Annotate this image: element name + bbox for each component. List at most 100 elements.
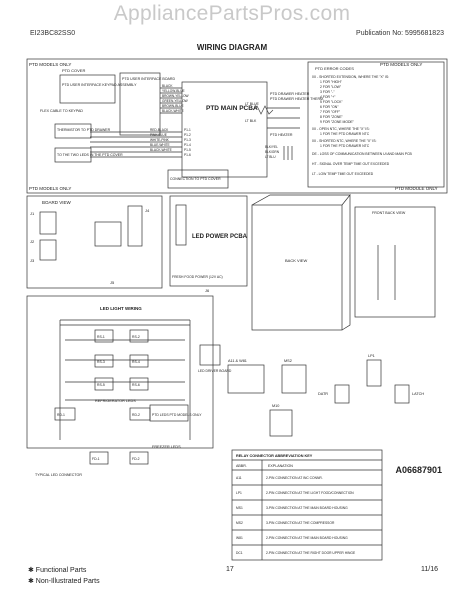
led-label: RS-6: [132, 383, 140, 387]
pin-label: P1-3: [184, 138, 191, 142]
table-title: RELAY CONNECTOR ABBREVIATION KEY: [236, 454, 313, 458]
table-cell: MS1: [236, 506, 243, 510]
error-codes-panel: [307, 61, 445, 188]
error-code-line: 1 FOR "HIGH": [320, 80, 343, 84]
led-label: RS-5: [97, 383, 105, 387]
table-cell: 3-PIN CONNECTION AT THE COMPRESSOR: [266, 521, 335, 525]
pfd-heater-label: PTD HEATER: [270, 133, 293, 137]
table-cell: DC1: [236, 551, 243, 555]
wire-label: BROWN-YELLOW: [162, 94, 189, 98]
refrigerator-leds-label: REFRIGERATOR LEDS: [95, 399, 136, 403]
lt-blk-label: LT BLK: [245, 119, 257, 123]
error-code-line: 1 FOR THE PTD DRAWER NTC: [320, 132, 370, 136]
user-interface-keypad-box: [59, 74, 116, 104]
user-interface-label: PTD USER INTERFACE KEYPAD ASSEMBLY: [62, 83, 137, 87]
flex-cable-label: FLEX CABLE TO KEYPAD: [40, 109, 83, 113]
pfd-leds-label: PTD LEDS PTD MODELS ONLY: [152, 413, 202, 417]
connector-label: J2: [30, 239, 35, 244]
drawer-heater-label: PTD DRAWER HEATER: [270, 92, 310, 96]
wire-label: BLK/GRN: [265, 150, 280, 154]
pfd-module-only-label-br: PTD MODULE ONLY: [395, 186, 438, 191]
led-label: FD-1: [92, 457, 100, 461]
front-view-cabinet: [354, 206, 436, 318]
led-driver-label: LED DRIVER BOARD: [198, 369, 232, 373]
front-back-view-label: FRONT BACK VIEW: [372, 211, 406, 215]
pin-label: P1-2: [184, 133, 191, 137]
watermark: AppliancePartsPros.com: [113, 2, 351, 25]
table-cell: W81: [236, 536, 243, 540]
wire-label: GREEN-YELLOW: [162, 99, 188, 103]
pfd-user-board-label: PTD USER INTERFACE BOARD: [122, 77, 176, 81]
fresh-food-power-label: FRESH FOOD POWER (12V AC): [172, 275, 223, 279]
non-illustrated-parts-note: ✱ Non-Illustrated Parts: [28, 578, 100, 585]
page-number: 17: [226, 566, 234, 573]
wire-label: PINK-BLUE: [150, 133, 167, 137]
wire-label: BROWN-BLUE: [162, 104, 184, 108]
page-title: WIRING DIAGRAM: [196, 43, 268, 52]
error-code-line: 6 FOR "ON": [320, 105, 339, 109]
connector-label: J4: [145, 208, 150, 213]
revision-date: 11/16: [421, 566, 438, 573]
pfd-models-only-label-bl: PTD MODELS ONLY: [29, 186, 71, 191]
wire-label: BLUE-WHITE: [150, 143, 170, 147]
board-view-label: BOARD VIEW: [42, 200, 72, 205]
abbreviation-table: [231, 449, 383, 561]
typical-led-connector-label: TYPICAL LED CONNECTOR: [35, 473, 82, 477]
table-cell: MS2: [236, 521, 243, 525]
table-cell: LP1: [236, 491, 242, 495]
error-code-line: 7 FOR "OFF": [320, 110, 341, 114]
pfd-section-frame: [26, 58, 448, 194]
connector-a11: [227, 364, 265, 394]
led-wiring-title: LED LIGHT WIRING: [100, 306, 142, 311]
connector-label: J6: [205, 288, 210, 293]
pfd-main-pcba-box: [181, 81, 268, 178]
lt-blue-label: LT BLUE: [245, 102, 260, 106]
table-cell: 2-PIN CONNECTION AT INC CONNR.: [266, 476, 323, 480]
table-head-abbr: ABBR.: [236, 464, 247, 468]
freezer-leds-label: FREEZER LEDS: [152, 445, 181, 449]
table-cell: 2-PIN CONNECTION AT THE MAIN BOARD HOUSI…: [266, 536, 348, 540]
connector-lp1: [366, 359, 382, 387]
connector-label: A11 & W81: [228, 359, 247, 363]
publication-number: Publication No: 5995681823: [356, 30, 444, 37]
pfd-models-only-label-tr: PTD MODELS ONLY: [380, 62, 422, 67]
drawer-heater-therm-label: PTD DRAWER HEATER THERM.: [270, 97, 324, 101]
connector-ms2: [281, 364, 307, 394]
error-code-line: 0X - OPEN NTC, WHERE THE "X" IS:: [312, 127, 370, 131]
led-power-pcba-box: [169, 195, 248, 287]
functional-parts-note: ✱ Functional Parts: [28, 567, 87, 574]
led-label: RS-1: [97, 335, 105, 339]
connector-label: MS2: [284, 359, 292, 363]
thermistor-label: THERMISTOR TO PTD DRAWER: [57, 128, 111, 132]
connector-label: J5: [110, 280, 115, 285]
table-cell: 3-PIN CONNECTION AT THE MAIN BOARD HOUSI…: [266, 506, 348, 510]
model-number: EI23BC82SS0: [30, 30, 76, 37]
wire-label: BLACK-WHITE: [162, 109, 184, 113]
pfd-cover-connection-box: [167, 169, 229, 189]
to-leds-label: TO THE TWO LEDS IN THE PTD COVER: [57, 153, 123, 157]
connector-m10: [269, 409, 293, 437]
error-code-line: 1 FOR THE PTD DRAWER NTC: [320, 144, 370, 148]
backview-cabinet: [251, 204, 343, 331]
wire-label: YELLOW-BLUE: [162, 89, 185, 93]
wire-label: BLK/YEL: [265, 145, 278, 149]
error-code-line: 8 FOR "ZONE": [320, 115, 344, 119]
figure-id: A06687901: [395, 465, 442, 475]
pin-label: P1-6: [184, 153, 191, 157]
error-code-line: 5 FOR "LOCK": [320, 100, 343, 104]
wire-label: BLACK-WHITE: [150, 148, 172, 152]
led-label: FD-2: [132, 457, 140, 461]
led-label: RD-1: [57, 413, 65, 417]
connector-label: J3: [30, 258, 35, 263]
led-power-label: LED POWER PCBA: [192, 234, 248, 240]
table-cell: 2-PIN CONNECTION AT THE LIGHT FOOD/CONNE…: [266, 491, 354, 495]
main-ic: [94, 221, 122, 247]
wire-label: BLACK: [162, 84, 173, 88]
error-code-line: 9 FOR "ZONE MODE": [320, 120, 355, 124]
connector-label: LATCH: [412, 392, 424, 396]
wire-label: WHITE-PINK: [150, 138, 170, 142]
board-view-box: [26, 195, 163, 289]
table-head-explanation: EXPLANATION: [268, 464, 293, 468]
led-wiring-frame: [26, 295, 214, 449]
led-label: RS-2: [132, 335, 140, 339]
